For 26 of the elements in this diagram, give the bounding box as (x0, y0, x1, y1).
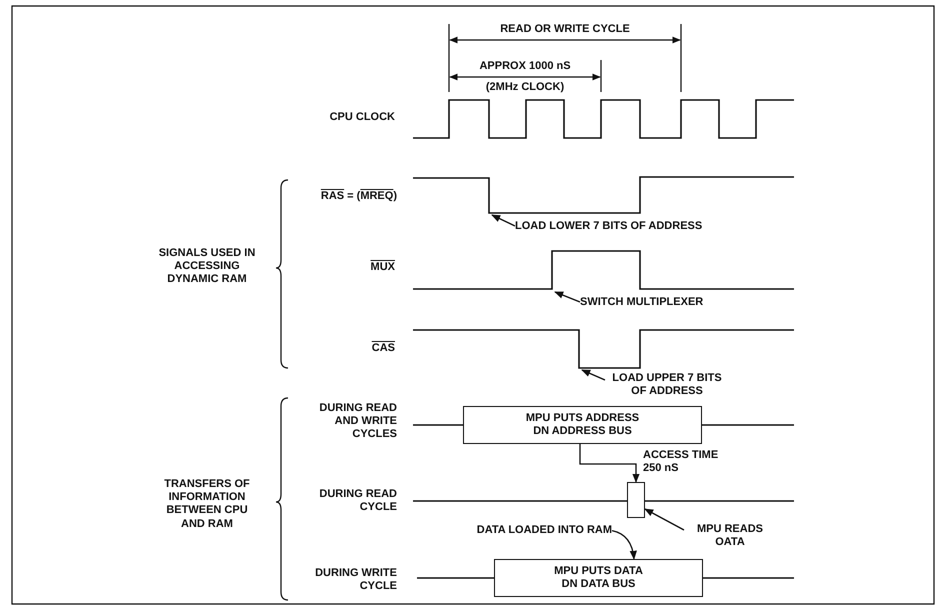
annotation-text: SWITCH MULTIPLEXER (580, 296, 704, 310)
signal-name: DURING READ AND WRITE CYCLES (318, 402, 397, 442)
annotation-text: LOAD LOWER 7 BITS OF ADDRESS (515, 220, 702, 234)
group-label: TRANSFERS OF INFORMATION BETWEEN CPU AND RAM (163, 478, 251, 531)
leader-arrow (554, 291, 580, 303)
dimension-label: APPROX 1000 nS (478, 60, 572, 74)
group-label: SIGNALS USED IN ACCESSING DYNAMIC RAM (158, 247, 256, 287)
bus-transfer-box: MPU PUTS ADDRESS DN ADDRESS BUS (463, 406, 702, 444)
leader-arrow (581, 369, 606, 381)
signal-name: DURING WRITE CYCLE (314, 567, 397, 594)
dimension-label: READ OR WRITE CYCLE (499, 23, 631, 36)
signal-name: DURING READ CYCLE (318, 488, 397, 514)
arrow (579, 444, 640, 483)
annotation-text: DATA LOADED INTO RAM (476, 524, 612, 538)
arrow (612, 530, 637, 560)
annotation-text: MPU READS OATA (684, 523, 776, 550)
signal-name: CAS (372, 342, 395, 356)
arrow (644, 508, 684, 531)
signal-name: RAS = (MREQ) (320, 190, 397, 204)
annotation-text: LOAD UPPER 7 BITS OF ADDRESS (605, 372, 729, 398)
signal-name: CPU CLOCK (330, 111, 395, 124)
dimension-label: (2MHz CLOCK) (484, 81, 566, 94)
read-pulse-box (627, 482, 645, 518)
leader-arrow (491, 214, 516, 227)
signal-name: MUX (370, 261, 395, 274)
bus-transfer-box: MPU PUTS DATA DN DATA BUS (494, 559, 703, 597)
